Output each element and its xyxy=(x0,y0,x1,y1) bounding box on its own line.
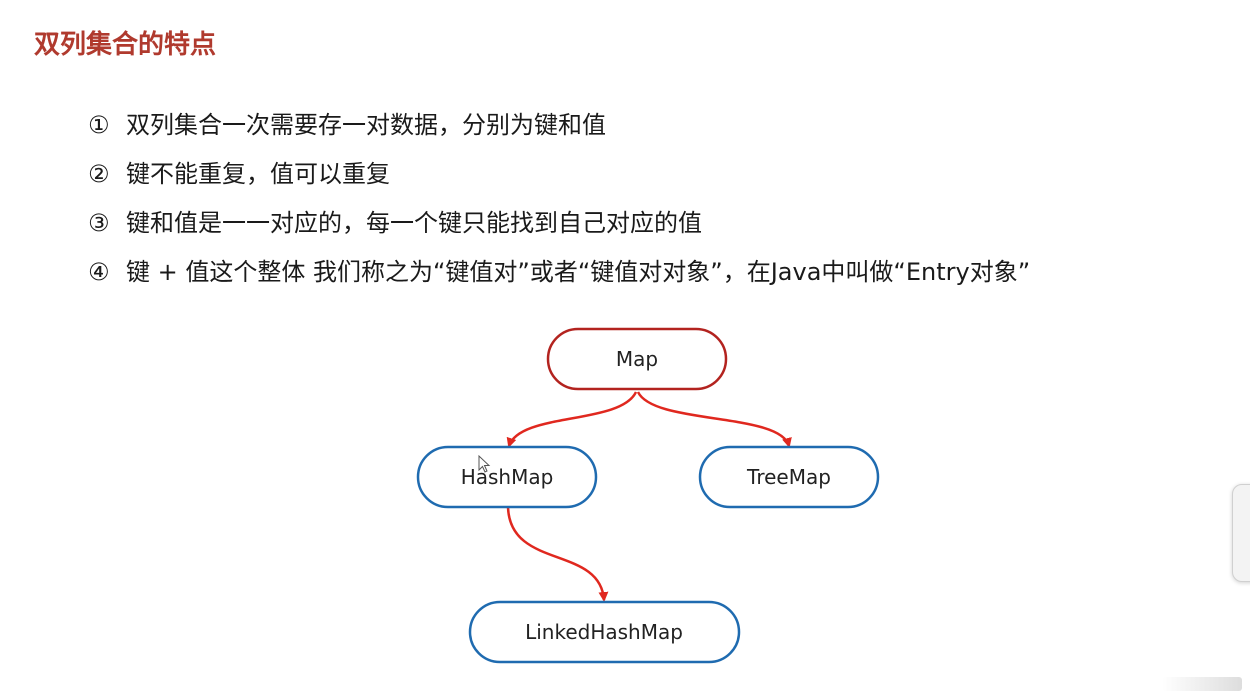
side-panel-handle[interactable] xyxy=(1232,484,1250,582)
point-text: 双列集合一次需要存一对数据，分别为键和值 xyxy=(126,111,606,139)
feature-list: ① 双列集合一次需要存一对数据，分别为键和值 ② 键不能重复，值可以重复 ③ 键和值是… xyxy=(88,103,1030,299)
point-marker: ① xyxy=(88,111,110,139)
node-linkedhashmap: LinkedHashMap xyxy=(468,600,741,664)
watermark xyxy=(1162,677,1242,691)
feature-point-3: ③ 键和值是一一对应的，每一个键只能找到自己对应的值 xyxy=(88,201,1030,250)
point-text: 键 + 值这个整体 我们称之为“键值对”或者“键值对对象”，在Java中叫做“E… xyxy=(126,258,1031,286)
arrow-map-to-treemap xyxy=(636,391,792,448)
arrow-hashmap-to-linkedhashmap xyxy=(506,506,609,602)
mouse-pointer-icon xyxy=(478,454,491,473)
node-map: Map xyxy=(546,327,728,391)
feature-point-1: ① 双列集合一次需要存一对数据，分别为键和值 xyxy=(88,103,1030,152)
node-map-label: Map xyxy=(616,347,658,371)
point-marker: ③ xyxy=(88,209,110,237)
point-text: 键和值是一一对应的，每一个键只能找到自己对应的值 xyxy=(126,209,702,237)
arrow-map-to-hashmap xyxy=(506,391,638,448)
node-hashmap: HashMap xyxy=(416,445,598,509)
node-linkedhashmap-label: LinkedHashMap xyxy=(525,620,683,644)
slide-title: 双列集合的特点 xyxy=(34,30,217,60)
feature-point-2: ② 键不能重复，值可以重复 xyxy=(88,152,1030,201)
point-text: 键不能重复，值可以重复 xyxy=(126,160,390,188)
feature-point-4: ④ 键 + 值这个整体 我们称之为“键值对”或者“键值对对象”，在Java中叫做“… xyxy=(88,250,1030,299)
point-marker: ② xyxy=(88,160,110,188)
node-hashmap-label: HashMap xyxy=(461,465,554,489)
node-treemap-label: TreeMap xyxy=(746,465,831,489)
node-treemap: TreeMap xyxy=(698,445,880,509)
point-marker: ④ xyxy=(88,258,110,286)
